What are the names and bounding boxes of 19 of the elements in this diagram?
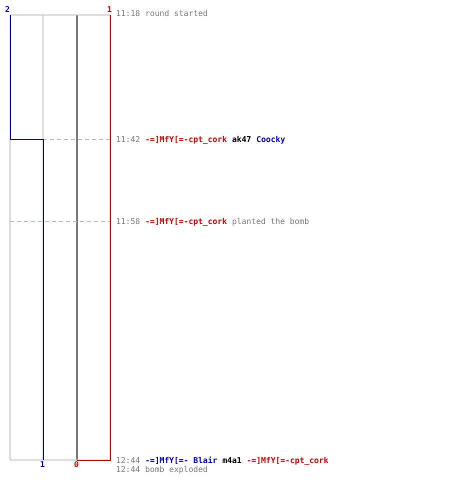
weapon-label: m4a1 bbox=[222, 456, 242, 465]
count-label: 2 bbox=[5, 5, 10, 14]
count-label: 1 bbox=[107, 5, 112, 14]
count-label: 0 bbox=[74, 460, 79, 469]
time-label: 11:42 bbox=[116, 135, 140, 144]
event-text: bomb exploded bbox=[145, 465, 208, 474]
event-text: round started bbox=[145, 9, 208, 18]
player-name: -=]MfY[=-cpt_cork bbox=[246, 456, 328, 465]
player-name: -=]MfY[=-cpt_cork bbox=[145, 135, 227, 144]
weapon-label: ak47 bbox=[232, 135, 252, 144]
time-label: 12:44 bbox=[116, 456, 140, 465]
time-label: 11:58 bbox=[116, 217, 140, 226]
time-label: 12:44 bbox=[116, 465, 140, 474]
player-name: -=]MfY[=- Blair bbox=[145, 456, 218, 465]
event-text: planted the bomb bbox=[232, 217, 310, 226]
player-name: -=]MfY[=-cpt_cork bbox=[145, 217, 227, 226]
player-name: Coocky bbox=[256, 135, 286, 144]
count-label: 1 bbox=[40, 460, 45, 469]
time-label: 11:18 bbox=[116, 9, 140, 18]
